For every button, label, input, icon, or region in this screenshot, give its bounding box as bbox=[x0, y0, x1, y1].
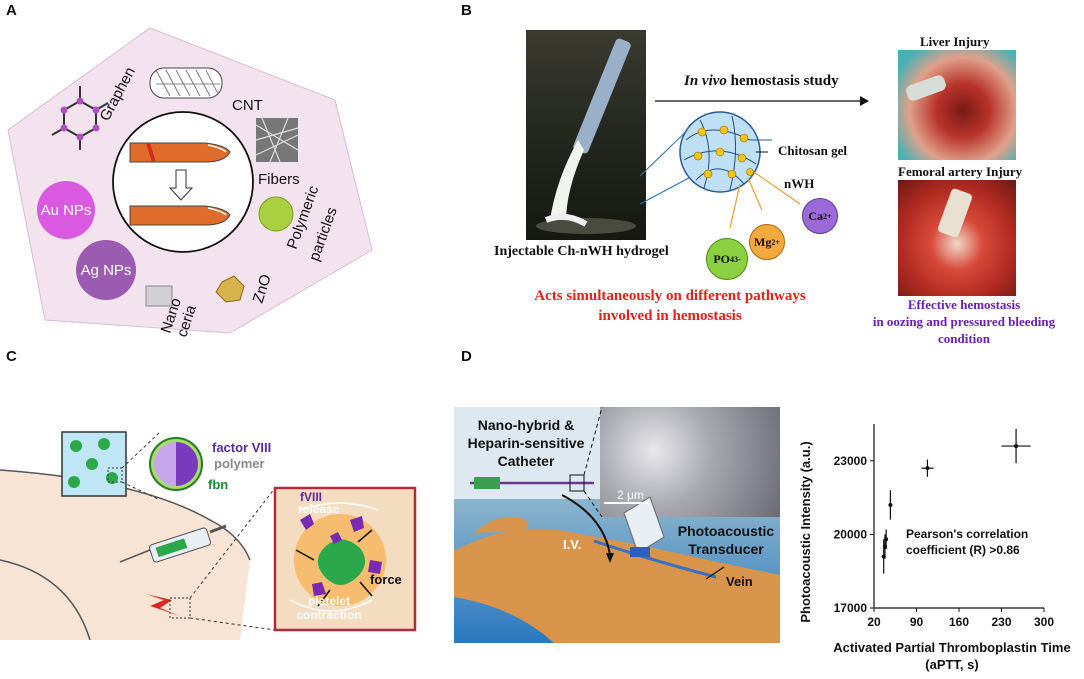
wound-icon bbox=[146, 594, 180, 616]
cnt-tube-icon bbox=[149, 67, 223, 99]
nano-ceria-icon bbox=[145, 285, 173, 307]
scale-bar-label: 2 μm bbox=[617, 488, 644, 502]
chart-x-tick-label: 20 bbox=[867, 615, 881, 629]
panel-b-diagram bbox=[640, 111, 801, 229]
nwh-label: nWH bbox=[784, 176, 815, 191]
au-nps-circle bbox=[37, 181, 95, 239]
chart-y-tick-label: 23000 bbox=[834, 454, 868, 468]
chart-xlabel-line1: Activated Partial Thromboplastin Time bbox=[833, 640, 1070, 655]
chart-annotation-line2: coefficient (R) >0.86 bbox=[906, 543, 1020, 557]
factor-viii-label: factor VIII bbox=[212, 440, 272, 455]
chart-data-point bbox=[921, 459, 934, 477]
polymeric-particle-icon bbox=[258, 196, 294, 232]
chitosan-gel-label: Chitosan gel bbox=[778, 143, 847, 158]
fviii-label: fVIII bbox=[300, 490, 323, 504]
panel-d-letter: D bbox=[461, 348, 472, 365]
chart-data-point bbox=[884, 529, 889, 550]
release-label: release bbox=[298, 502, 340, 516]
femoral-artery-photo bbox=[898, 180, 1016, 296]
sem-image-inset bbox=[600, 407, 780, 517]
panel-a-diagram: Graphen CNT Fibers Polymeric particles Z… bbox=[7, 27, 373, 339]
chart-x-tick-label: 90 bbox=[910, 615, 924, 629]
chart-data-point bbox=[888, 490, 893, 520]
arrow-down-icon bbox=[168, 169, 194, 201]
panel-c-diagram bbox=[0, 431, 417, 640]
chart-xlabel-line2: (aPTT, s) bbox=[925, 657, 978, 672]
liver-injury-photo bbox=[898, 50, 1016, 160]
label-au: Au NPs bbox=[41, 202, 92, 219]
iv-label: I.V. bbox=[563, 537, 582, 552]
syringe-hydrogel-photo bbox=[526, 30, 646, 240]
chart-y-tick-label: 20000 bbox=[834, 527, 868, 541]
chart-data-point bbox=[1001, 428, 1031, 464]
in-vivo-study-label: In vivo hemostasis study bbox=[684, 73, 839, 89]
finger-healed-icon bbox=[129, 205, 231, 226]
force-label: force bbox=[370, 572, 402, 587]
femoral-artery-label: Femoral artery Injury bbox=[898, 164, 1023, 179]
acts-simultaneously-text: Acts simultaneously on different pathway… bbox=[534, 288, 806, 324]
in-vivo-arrow bbox=[655, 96, 869, 106]
fibers-image-icon bbox=[255, 117, 299, 163]
fbn-label: fbn bbox=[208, 477, 229, 492]
polymer-label: polymer bbox=[214, 456, 265, 471]
platelet-shape bbox=[317, 539, 366, 585]
chart-y-tick-label: 17000 bbox=[834, 601, 868, 615]
liver-injury-label: Liver Injury bbox=[920, 34, 990, 49]
zno-crystal-icon bbox=[215, 275, 245, 303]
label-cnt: CNT bbox=[232, 97, 263, 114]
catheter-arm-illustration bbox=[454, 407, 780, 643]
chart-x-tick-label: 230 bbox=[991, 615, 1011, 629]
chart-x-tick-label: 160 bbox=[949, 615, 969, 629]
syringe-icon bbox=[119, 524, 227, 563]
finger-wounded-icon bbox=[129, 142, 231, 163]
photoacoustic-scatter-chart: 20 90 160 230 300 17000 20000 23000 Photoacoust… bbox=[798, 424, 1071, 672]
injectable-hydrogel-label: Injectable Ch-nWH hydrogel bbox=[494, 244, 669, 259]
vein-label: Vein bbox=[726, 574, 753, 589]
panel-c-letter: C bbox=[6, 348, 17, 365]
chart-x-tick-label: 300 bbox=[1034, 615, 1054, 629]
chart-ylabel: Photoacoustic Intensity (a.u.) bbox=[798, 441, 813, 622]
panel-b-letter: B bbox=[461, 2, 472, 19]
label-fibers: Fibers bbox=[258, 171, 300, 188]
label-ag: Ag NPs bbox=[81, 262, 132, 279]
chart-annotation-line1: Pearson's correlation bbox=[906, 527, 1028, 541]
ag-nps-circle bbox=[76, 240, 136, 300]
panel-a-letter: A bbox=[6, 2, 17, 19]
